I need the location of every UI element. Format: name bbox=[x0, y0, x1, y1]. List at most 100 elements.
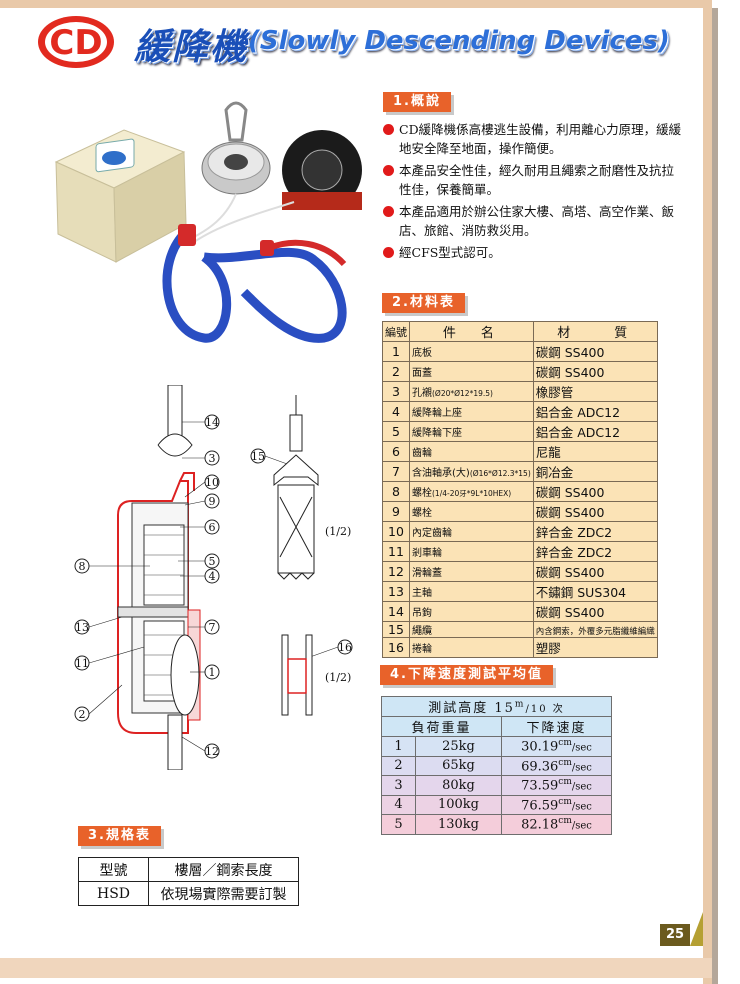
svg-text:2: 2 bbox=[79, 708, 86, 721]
svg-text:7: 7 bbox=[209, 621, 216, 634]
spec-table: 型號 樓層／鋼索長度 HSD 依現場實際需要訂製 bbox=[78, 857, 299, 906]
page-frame-top bbox=[0, 0, 712, 8]
materials-no: 3 bbox=[382, 381, 410, 402]
spec-col-length: 樓層／鋼索長度 bbox=[148, 857, 299, 882]
materials-material: 鋅合金 ZDC2 bbox=[532, 541, 658, 562]
speed-value: 73.59cm/sec bbox=[501, 775, 612, 796]
section-header-speed: 4.下降速度測試平均值 bbox=[380, 665, 553, 685]
page-frame-right bbox=[703, 0, 712, 984]
svg-text:13: 13 bbox=[75, 621, 89, 634]
svg-text:5: 5 bbox=[209, 555, 216, 568]
page-number: 25 bbox=[660, 924, 690, 946]
overview-item: 經CFS型式認可。 bbox=[383, 243, 683, 262]
materials-col-name: 件 名 bbox=[409, 321, 534, 342]
materials-material: 尼龍 bbox=[532, 441, 658, 462]
svg-text:9: 9 bbox=[209, 495, 216, 508]
materials-header-row: 編號 件 名 材 質 bbox=[382, 321, 658, 342]
materials-material: 塑膠 bbox=[532, 637, 658, 659]
product-photo bbox=[54, 101, 362, 343]
materials-material: 鋁合金 ADC12 bbox=[532, 421, 658, 442]
materials-material: 內含鋼索，外覆多元脂纖維編織 bbox=[532, 620, 658, 639]
materials-material: 碳鋼 SS400 bbox=[532, 601, 658, 622]
materials-no: 16 bbox=[382, 637, 410, 659]
svg-text:1: 1 bbox=[209, 666, 216, 679]
materials-material: 碳鋼 SS400 bbox=[532, 481, 658, 502]
materials-no: 6 bbox=[382, 441, 410, 462]
speed-no: 3 bbox=[381, 775, 416, 796]
cross-section-diagram: 14 3 10 9 6 8 5 4 7 13 11 1 2 12 15 16 (… bbox=[74, 385, 353, 770]
materials-name: 吊鉤 bbox=[409, 601, 534, 622]
speed-no: 1 bbox=[381, 736, 416, 757]
materials-material: 橡膠管 bbox=[532, 381, 658, 402]
speed-load: 130kg bbox=[415, 814, 502, 835]
materials-no: 8 bbox=[382, 481, 410, 502]
logo-text: CD bbox=[49, 23, 102, 63]
svg-text:10: 10 bbox=[205, 476, 219, 489]
svg-text:(1/2): (1/2) bbox=[325, 525, 351, 538]
title-chinese: 緩降機 bbox=[134, 27, 249, 68]
spec-col-model: 型號 bbox=[78, 857, 149, 882]
materials-name: 緩降輪上座 bbox=[409, 401, 534, 422]
materials-no: 1 bbox=[382, 341, 410, 362]
speed-value: 82.18cm/sec bbox=[501, 814, 612, 835]
materials-name: 剎車輪 bbox=[409, 541, 534, 562]
materials-col-material: 材 質 bbox=[532, 321, 658, 342]
materials-name: 內定齒輪 bbox=[409, 521, 534, 542]
hook-detail-drawing: (1/2) bbox=[273, 395, 351, 580]
svg-text:3: 3 bbox=[209, 452, 216, 465]
page-number-accent bbox=[690, 912, 703, 946]
descender-unit-image bbox=[201, 101, 271, 195]
spec-row: HSD 依現場實際需要訂製 bbox=[78, 881, 299, 906]
materials-material: 碳鋼 SS400 bbox=[532, 341, 658, 362]
materials-no: 9 bbox=[382, 501, 410, 522]
speed-load: 100kg bbox=[415, 794, 502, 815]
reel-detail-drawing: (1/2) bbox=[281, 634, 351, 716]
svg-text:11: 11 bbox=[75, 657, 89, 670]
materials-name: 主軸 bbox=[409, 581, 534, 602]
materials-material: 不鏽鋼 SUS304 bbox=[532, 581, 658, 602]
materials-name: 含油軸承(大)(Ø16*Ø12.3*15) bbox=[409, 461, 534, 482]
materials-material: 碳鋼 SS400 bbox=[532, 361, 658, 382]
materials-material: 鋅合金 ZDC2 bbox=[532, 521, 658, 542]
svg-text:15: 15 bbox=[251, 450, 265, 463]
materials-col-no: 編號 bbox=[382, 321, 410, 342]
materials-material: 銅冶金 bbox=[532, 461, 658, 482]
materials-name: 捲輪 bbox=[409, 637, 534, 659]
speed-load: 80kg bbox=[415, 775, 502, 796]
speed-load: 65kg bbox=[415, 755, 502, 776]
materials-material: 碳鋼 SS400 bbox=[532, 501, 658, 522]
materials-name: 螺栓(1/4-20牙*9L*10HEX) bbox=[409, 481, 534, 502]
materials-name: 孔襯(Ø20*Ø12*19.5) bbox=[409, 381, 534, 402]
svg-text:6: 6 bbox=[209, 521, 216, 534]
materials-material: 碳鋼 SS400 bbox=[532, 561, 658, 582]
speed-header-row: 負荷重量 下降速度 bbox=[381, 716, 612, 737]
svg-text:4: 4 bbox=[209, 570, 216, 583]
materials-no: 15 bbox=[382, 620, 410, 639]
svg-text:12: 12 bbox=[205, 745, 219, 758]
overview-item: 本產品安全性佳，經久耐用且繩索之耐磨性及抗拉性佳，保養簡單。 bbox=[383, 161, 683, 199]
page-header: CD 緩降機 (Slowly Descending Devices) bbox=[36, 12, 696, 74]
speed-value: 76.59cm/sec bbox=[501, 794, 612, 815]
materials-name: 面蓋 bbox=[409, 361, 534, 382]
overview-item: 本產品適用於辦公住家大樓、高塔、高空作業、飯店、旅館、消防救災用。 bbox=[383, 202, 683, 240]
speed-title-cell: 測試高度 15m/10 次 bbox=[381, 696, 612, 717]
materials-no: 5 bbox=[382, 421, 410, 442]
page-frame-bottom bbox=[0, 958, 712, 978]
